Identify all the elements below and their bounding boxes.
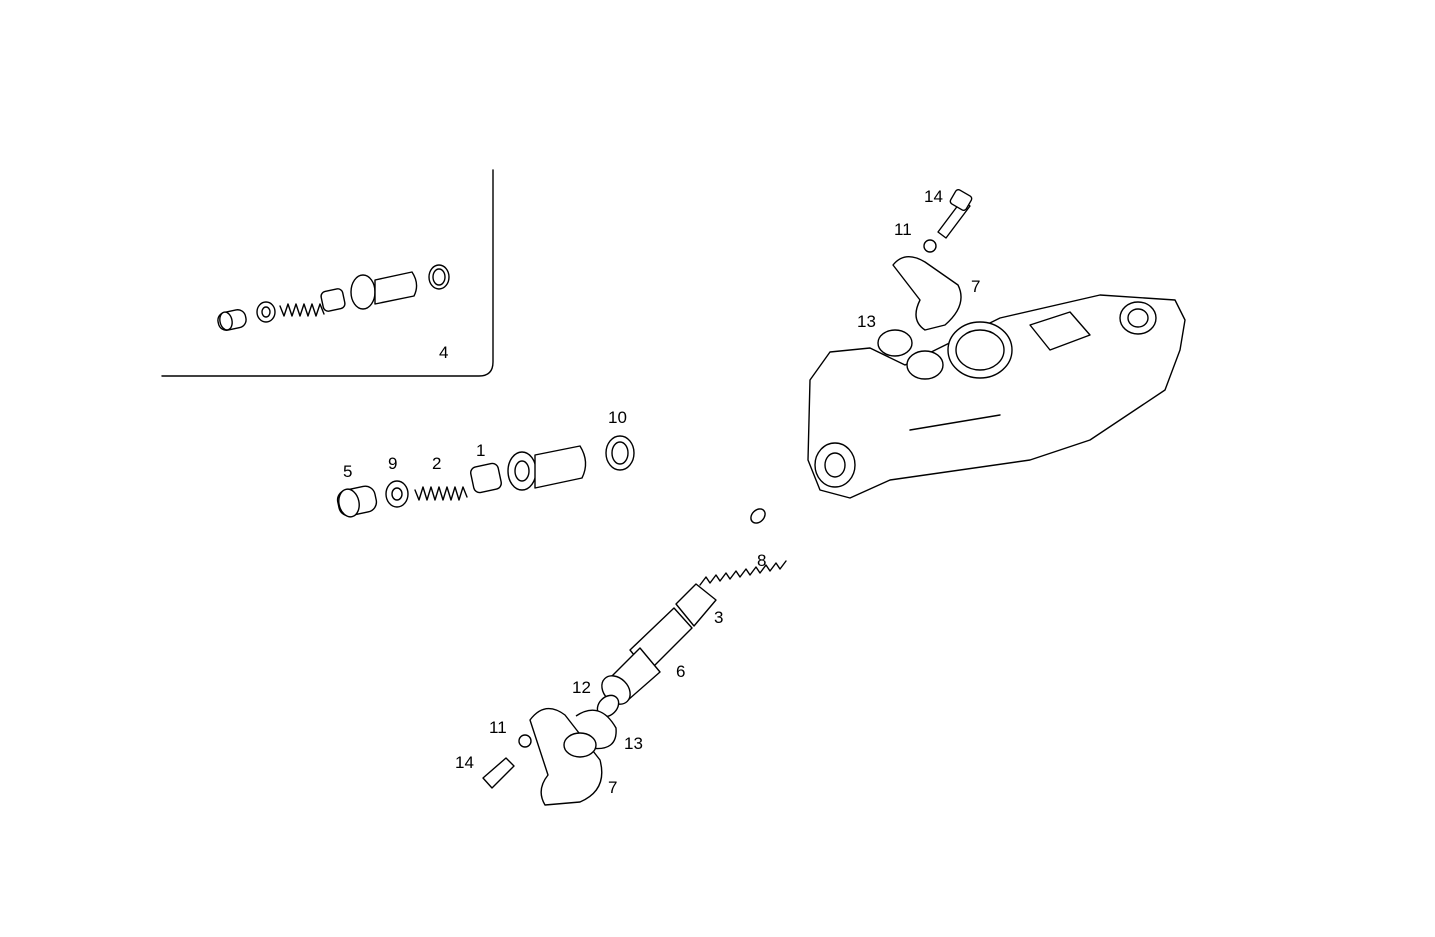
label-7-housing: 7	[971, 277, 980, 296]
label-6: 6	[676, 662, 685, 681]
label-8: 8	[757, 551, 766, 570]
label-14-housing: 14	[924, 187, 943, 206]
label-7-flange: 7	[608, 778, 617, 797]
label-11-flange: 11	[489, 718, 507, 737]
valve-row-assembly	[336, 435, 635, 518]
label-2: 2	[432, 454, 441, 473]
label-12: 12	[572, 678, 591, 697]
label-14-flange: 14	[455, 753, 474, 772]
diagonal-stack-assembly	[482, 508, 787, 806]
label-1: 1	[476, 441, 485, 460]
label-11-housing: 11	[894, 220, 912, 239]
inset-box-assembly-4	[161, 169, 494, 377]
label-13-housing: 13	[857, 312, 876, 331]
label-13-flange: 13	[624, 734, 643, 753]
label-5: 5	[343, 462, 352, 481]
label-3: 3	[714, 608, 723, 627]
part-labels: 1 2 3 4 5 6 7 7 8 9 10 11 11 12 13 13 14…	[343, 187, 980, 797]
label-9: 9	[388, 454, 397, 473]
housing-assembly	[807, 188, 1186, 499]
label-4: 4	[439, 343, 448, 362]
label-10: 10	[608, 408, 627, 427]
